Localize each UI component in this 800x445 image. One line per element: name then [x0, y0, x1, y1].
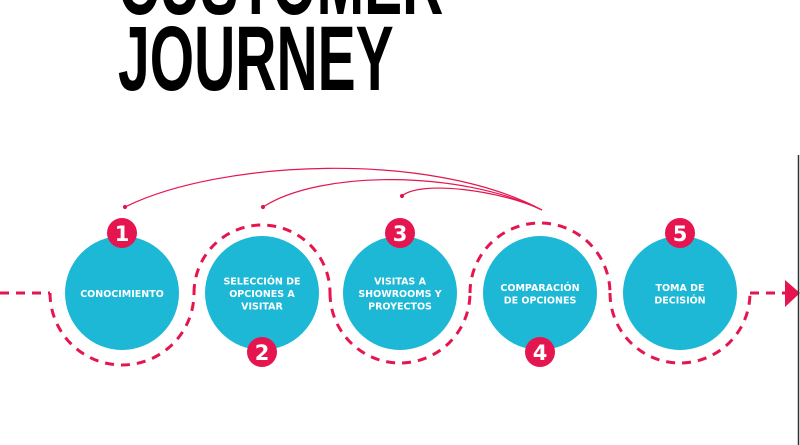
- step-number-badge: [247, 337, 277, 367]
- step-number: 2: [255, 341, 270, 365]
- step-circle: [65, 236, 179, 350]
- dashed-path: [0, 221, 786, 367]
- arc-to-step-2: [262, 179, 543, 211]
- step-circle: [483, 236, 597, 350]
- step-number: 3: [393, 222, 408, 246]
- step-label: SELECCIÓN DE: [223, 276, 300, 288]
- step-number-badge: [385, 218, 415, 248]
- step-number: 1: [115, 222, 130, 246]
- arrow-head-icon: [785, 280, 800, 307]
- step-label: PROYECTOS: [368, 302, 432, 313]
- step-circle: [205, 236, 319, 350]
- step-label: SHOWROOMS Y: [358, 289, 441, 300]
- step-number: 4: [533, 341, 548, 365]
- arc-to-step-3: [401, 187, 543, 211]
- step-label: OPCIONES A: [229, 289, 295, 300]
- step-label: VISITAR: [241, 302, 283, 313]
- step-number-badge: [525, 337, 555, 367]
- step-number-badge: [107, 218, 137, 248]
- step-circle: [343, 236, 457, 350]
- step-label: DECISIÓN: [654, 294, 705, 306]
- step-number-badge: [665, 218, 695, 248]
- feedback-arcs: [122, 167, 543, 211]
- step-label: TOMA DE: [655, 283, 704, 294]
- step-circle: [623, 236, 737, 350]
- step-label: CONOCIMIENTO: [80, 289, 164, 300]
- title-line-1: CUSTOMER: [118, 0, 443, 34]
- step-number: 5: [673, 222, 688, 246]
- step-label: VISITAS A: [374, 277, 427, 288]
- step-label: COMPARACIÓN: [500, 282, 579, 294]
- step-1: CONOCIMIENTO 1: [65, 218, 179, 350]
- step-label: DE OPCIONES: [504, 295, 577, 306]
- arc-to-step-1: [124, 167, 543, 211]
- title-line-2: JOURNEY: [118, 8, 394, 110]
